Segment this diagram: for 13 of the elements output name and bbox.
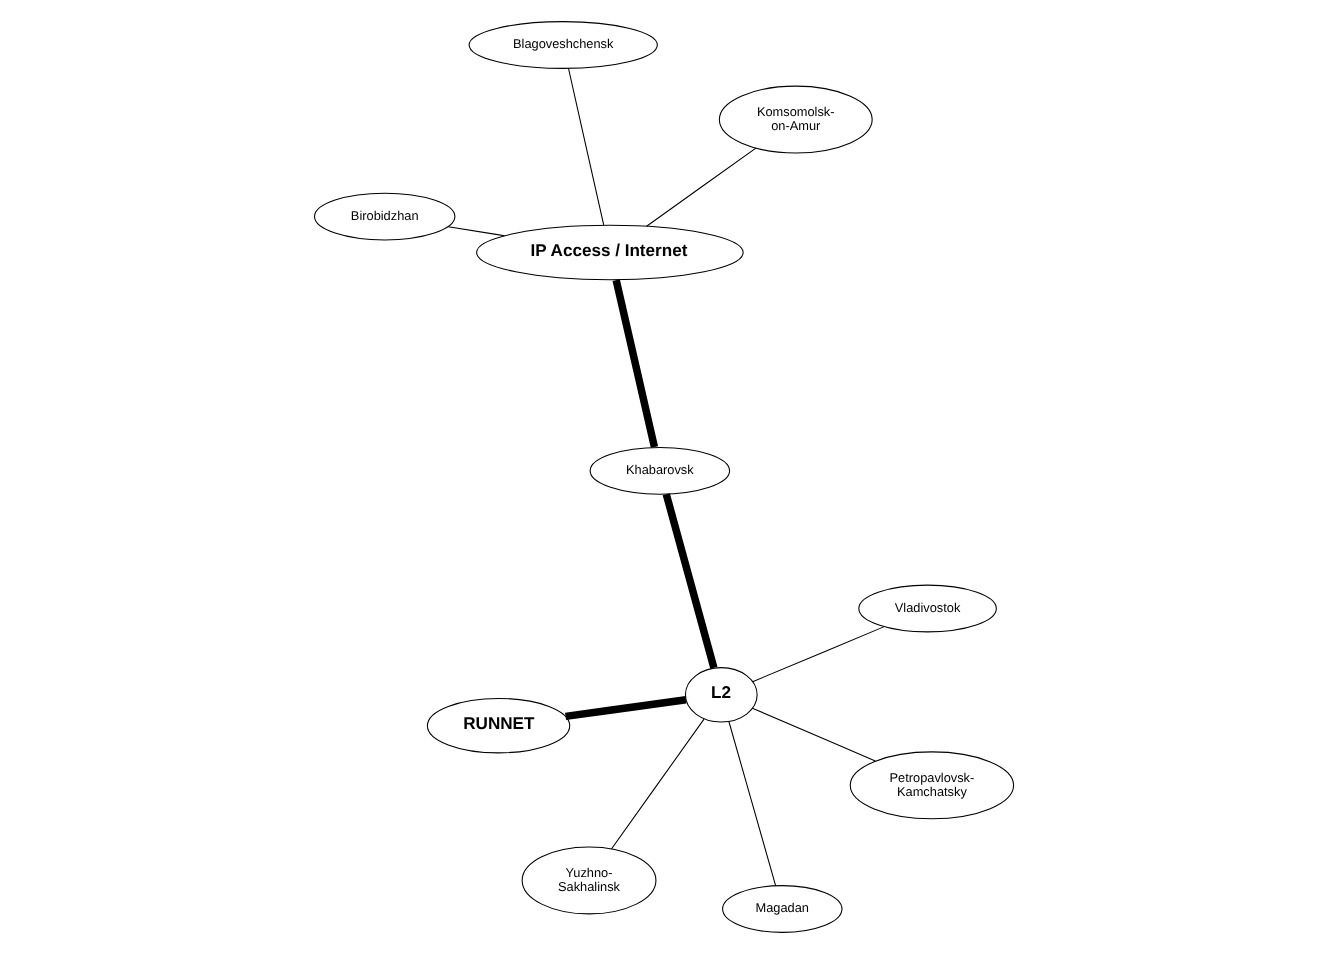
connector bbox=[565, 696, 687, 721]
connector bbox=[447, 226, 506, 237]
node-ellipse: RUNNET bbox=[426, 697, 571, 754]
connector bbox=[662, 493, 718, 669]
node-ellipse: IP Access / Internet bbox=[476, 224, 744, 281]
connector bbox=[612, 279, 659, 448]
connector bbox=[610, 718, 705, 850]
connector bbox=[728, 720, 777, 887]
connector bbox=[751, 707, 876, 762]
connector bbox=[646, 147, 757, 227]
node-ellipse: L2 bbox=[684, 667, 758, 723]
connector bbox=[568, 67, 605, 226]
connector bbox=[752, 626, 885, 683]
